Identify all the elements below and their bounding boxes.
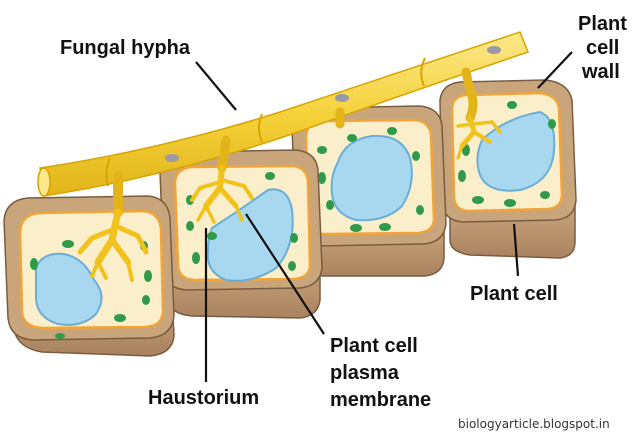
hypha-nucleus bbox=[335, 94, 349, 102]
label-plasma-membrane: Plant cell plasma membrane bbox=[330, 335, 431, 411]
leader-fungal-hypha bbox=[195, 61, 237, 111]
label-plasma-membrane-line2: plasma bbox=[330, 362, 400, 384]
haustorium-cell-4 bbox=[456, 115, 502, 160]
fungal-hypha bbox=[37, 31, 529, 217]
label-fungal-hypha: Fungal hypha bbox=[60, 37, 191, 59]
plant-cell-1 bbox=[3, 195, 175, 357]
plant-cell-4 bbox=[439, 79, 577, 259]
label-plant-cell-wall-line2: cell bbox=[586, 37, 619, 59]
hypha-nucleus bbox=[165, 154, 179, 162]
haustorium-cell-1 bbox=[77, 208, 149, 282]
haustorium-cell-2 bbox=[190, 165, 254, 224]
label-plasma-membrane-line1: Plant cell bbox=[330, 335, 418, 357]
label-plant-cell: Plant cell bbox=[470, 283, 558, 305]
plant-cell-3 bbox=[291, 105, 447, 277]
label-plant-cell-wall-line3: wall bbox=[581, 61, 620, 83]
label-plasma-membrane-line3: membrane bbox=[330, 389, 431, 411]
credit-text: biologyarticle.blogspot.in bbox=[458, 417, 610, 431]
leader-plant-cell bbox=[512, 223, 520, 277]
label-plant-cell-wall-line1: Plant bbox=[578, 13, 627, 35]
hypha-nucleus bbox=[487, 46, 501, 54]
label-haustorium: Haustorium bbox=[148, 387, 259, 409]
label-plant-cell-wall: Plant cell wall bbox=[578, 13, 632, 83]
leader-plant-cell-wall bbox=[537, 51, 573, 89]
leader-plasma-membrane bbox=[245, 213, 325, 335]
